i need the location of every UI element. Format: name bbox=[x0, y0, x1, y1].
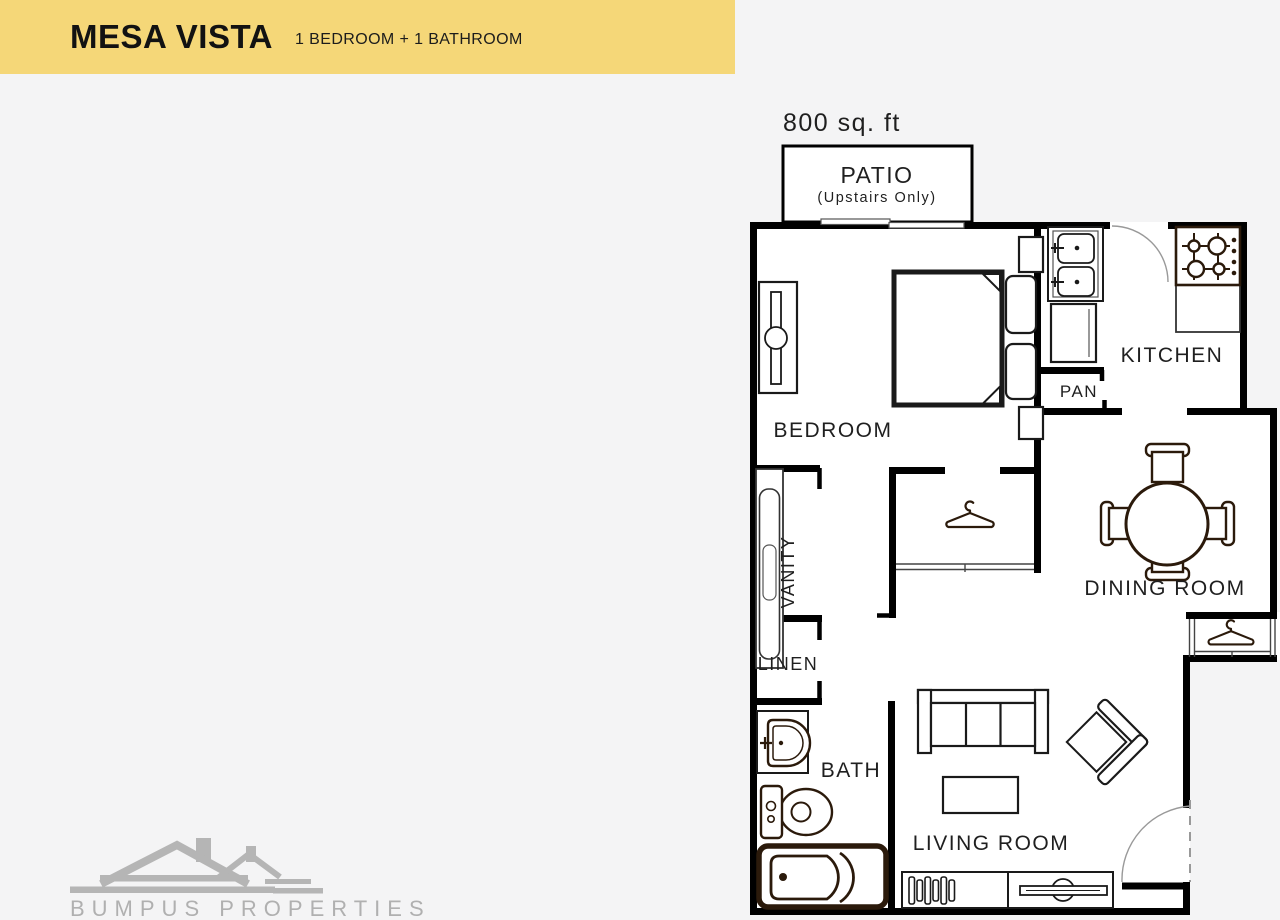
dining-chair bbox=[1144, 442, 1191, 484]
nightstand-top bbox=[1017, 235, 1045, 274]
wall-ticks bbox=[817, 370, 1107, 701]
company-name: BUMPUS PROPERTIES bbox=[70, 896, 431, 920]
kitchen-sink bbox=[1047, 226, 1104, 302]
interior-walls bbox=[750, 222, 1104, 915]
roof-icon bbox=[216, 850, 282, 881]
toilet bbox=[759, 784, 834, 840]
entry-door-arc bbox=[1121, 805, 1191, 883]
dining-table bbox=[1124, 481, 1210, 567]
pillow bbox=[1004, 274, 1038, 335]
bath-sink bbox=[756, 710, 812, 774]
vanity-counter bbox=[755, 468, 784, 669]
bedroom-label: BEDROOM bbox=[773, 419, 892, 442]
coat-closet-lines bbox=[1188, 619, 1276, 657]
sofa bbox=[916, 688, 1050, 755]
dining-set bbox=[1099, 442, 1236, 582]
bed bbox=[891, 235, 1045, 441]
bath-label: BATH bbox=[821, 759, 881, 782]
sliding-door bbox=[820, 218, 965, 229]
kitchen-label: KITCHEN bbox=[1121, 344, 1224, 367]
plan-subtitle: 1 BEDROOM + 1 BATHROOM bbox=[295, 31, 523, 48]
patio-note-label: (Upstairs Only) bbox=[817, 190, 936, 206]
vanity-label: VANITY bbox=[778, 536, 798, 609]
kitchen-door-arc bbox=[1111, 225, 1169, 283]
living-label: LIVING ROOM bbox=[913, 832, 1070, 855]
shelf-items bbox=[908, 876, 956, 905]
pillow bbox=[1004, 342, 1038, 401]
plan-title: MESA VISTA bbox=[70, 18, 274, 55]
patio-label: PATIO bbox=[840, 162, 913, 188]
nightstand-bottom bbox=[1017, 405, 1045, 441]
media-console bbox=[901, 871, 1114, 909]
pantry-label: PAN bbox=[1060, 382, 1098, 401]
company-logo: BUMPUS PROPERTIES bbox=[70, 838, 431, 920]
bathtub bbox=[756, 843, 889, 910]
dining-label: DINING ROOM bbox=[1084, 577, 1245, 600]
stove bbox=[1174, 225, 1242, 333]
plan-banner: MESA VISTA 1 BEDROOM + 1 BATHROOM bbox=[0, 0, 735, 74]
hanger-icon bbox=[1207, 619, 1255, 646]
area-label: 800 sq. ft bbox=[783, 109, 901, 137]
hanger-icon bbox=[945, 500, 995, 529]
coffee-table bbox=[941, 775, 1020, 815]
bedroom-closet-doors bbox=[896, 563, 1034, 572]
tv bbox=[1019, 878, 1108, 902]
refrigerator bbox=[1049, 302, 1098, 364]
accent-chair bbox=[1065, 698, 1149, 786]
kitchen-counter bbox=[1175, 284, 1241, 333]
dresser bbox=[757, 280, 799, 395]
linen-label: LINEN bbox=[758, 654, 819, 674]
